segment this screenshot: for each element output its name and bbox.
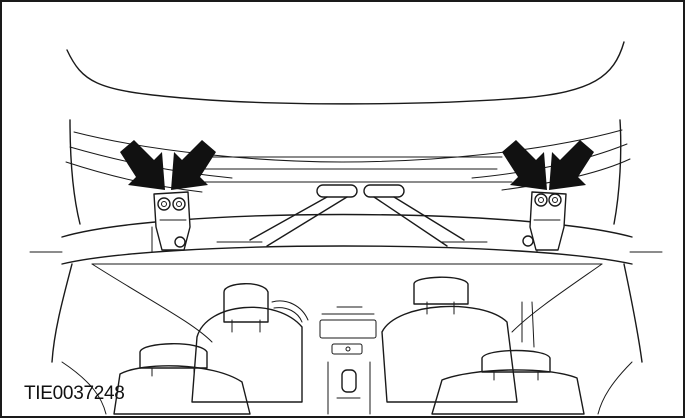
c-pillars: [29, 251, 663, 348]
center-console: [319, 306, 377, 415]
arrow-left-1: [120, 140, 165, 190]
steering-wheel: [271, 300, 309, 323]
arrow-right-2: [549, 140, 594, 190]
figure-code-caption: TIE0037248: [24, 383, 125, 404]
rear-seat-backs: [61, 361, 633, 415]
right-hinge: [522, 191, 567, 251]
indicator-arrows: [120, 140, 594, 190]
left-hinge: [153, 191, 191, 251]
roof-strut-brace: [216, 184, 488, 247]
rear-header-bar: [61, 213, 633, 265]
rear-headrests: [139, 343, 551, 381]
front-seats: [191, 276, 518, 403]
arrow-left-2: [171, 140, 216, 190]
arrow-right-1: [502, 140, 547, 190]
rear-window: [51, 263, 643, 363]
